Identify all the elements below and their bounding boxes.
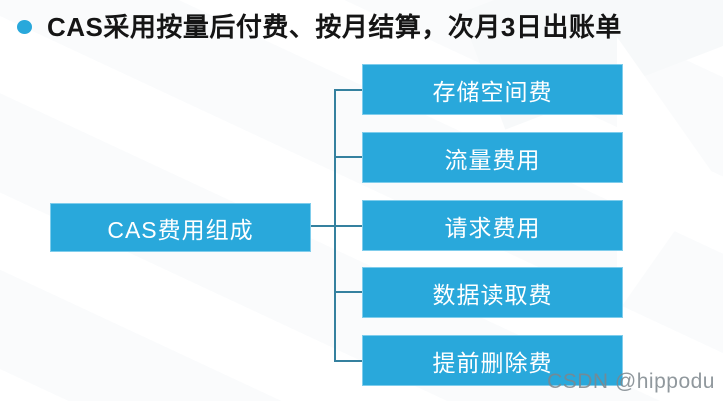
slide-title-row: CAS采用按量后付费、按月结算，次月3日出账单	[17, 11, 622, 43]
connector-root-line	[311, 225, 363, 227]
diagram-root-node: CAS费用组成	[50, 203, 311, 252]
diagram-child-label: 存储空间费	[432, 78, 553, 105]
connector-branch-line	[334, 89, 362, 91]
diagram-child-node-traffic-fee: 流量费用	[362, 132, 623, 183]
connector-branch-line	[334, 156, 362, 158]
diagram-child-label: 流量费用	[444, 146, 541, 173]
diagram-child-node-request-fee: 请求费用	[362, 200, 623, 251]
diagram-child-node-storage-fee: 存储空间费	[362, 64, 623, 115]
diagram-child-node-data-read-fee: 数据读取费	[362, 267, 623, 318]
connector-branch-line	[334, 360, 362, 362]
watermark-text: CSDN @hippodu	[547, 370, 715, 393]
slide-title: CAS采用按量后付费、按月结算，次月3日出账单	[47, 12, 622, 42]
connector-branch-line	[334, 291, 362, 293]
diagram-root-label: CAS费用组成	[107, 216, 254, 243]
diagram-child-label: 请求费用	[444, 214, 541, 241]
diagram-child-label: 数据读取费	[432, 281, 553, 308]
diagram-child-label: 提前删除费	[432, 349, 553, 376]
diagram-child-node-early-delete-fee: 提前删除费	[362, 335, 623, 386]
connector-vertical-line	[334, 89, 336, 362]
bullet-dot-icon	[17, 20, 32, 34]
